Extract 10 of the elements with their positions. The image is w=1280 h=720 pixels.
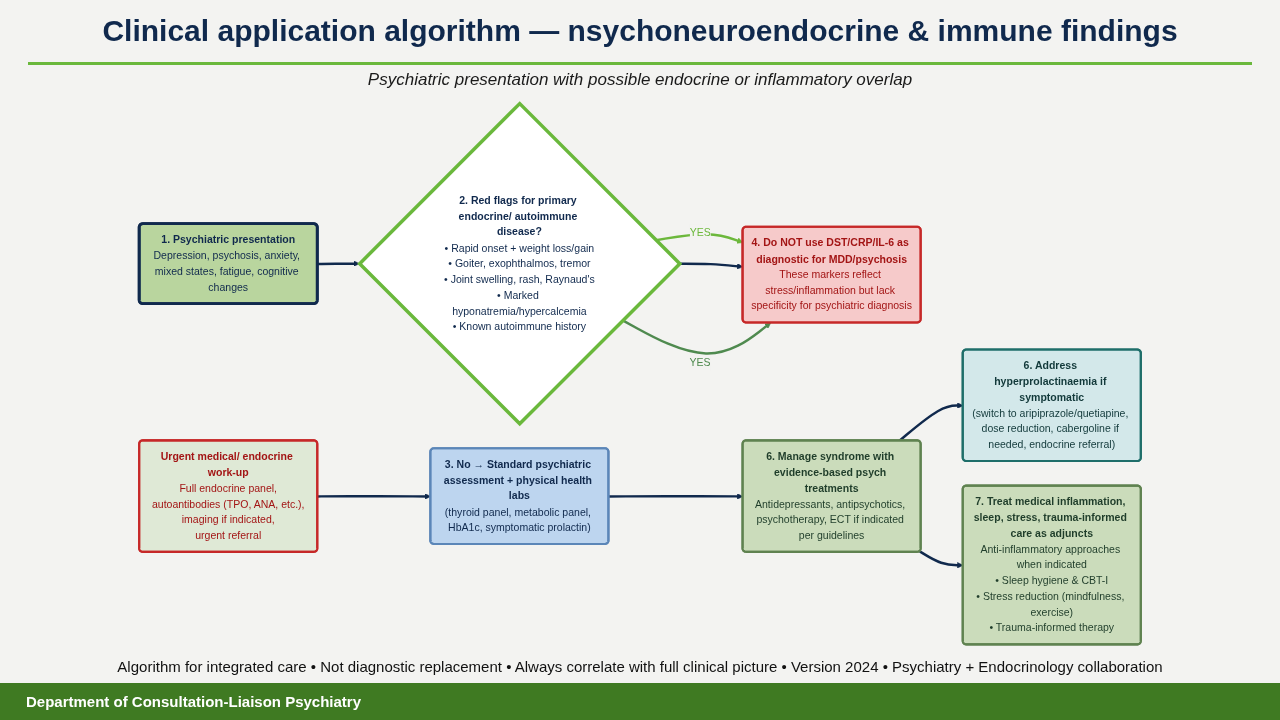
arrow: [317, 493, 431, 500]
footer-banner: Department of Consultation-Liaison Psychiatry: [0, 683, 1280, 720]
footnote: Algorithm for integrated care • Not diagnostic replacement • Always correlate with full clinical picture • Version 2024 • Psychiatry + Endocrinology collaboration: [116, 658, 1164, 675]
subtitle: Psychiatric presentation with possible endocrine or inflammatory overlap: [366, 70, 914, 90]
edge-label: YES: [689, 356, 711, 369]
title: Clinical application algorithm — nsychoneuroendocrine & immune findings: [101, 14, 1179, 48]
edge-label: YES: [689, 226, 711, 239]
arrow: [622, 319, 772, 355]
node-diamond: 2. Red flags for primary endocrine/ autoimmune disease? • Rapid onset + weight loss/gain • Goiter, exophthalmos, tremor • Joint swelling, rash, Raynaud's • Marked hyponatremia/hypercalcemia • Known autoimmune history: [357, 101, 683, 427]
arrow: [317, 260, 360, 267]
